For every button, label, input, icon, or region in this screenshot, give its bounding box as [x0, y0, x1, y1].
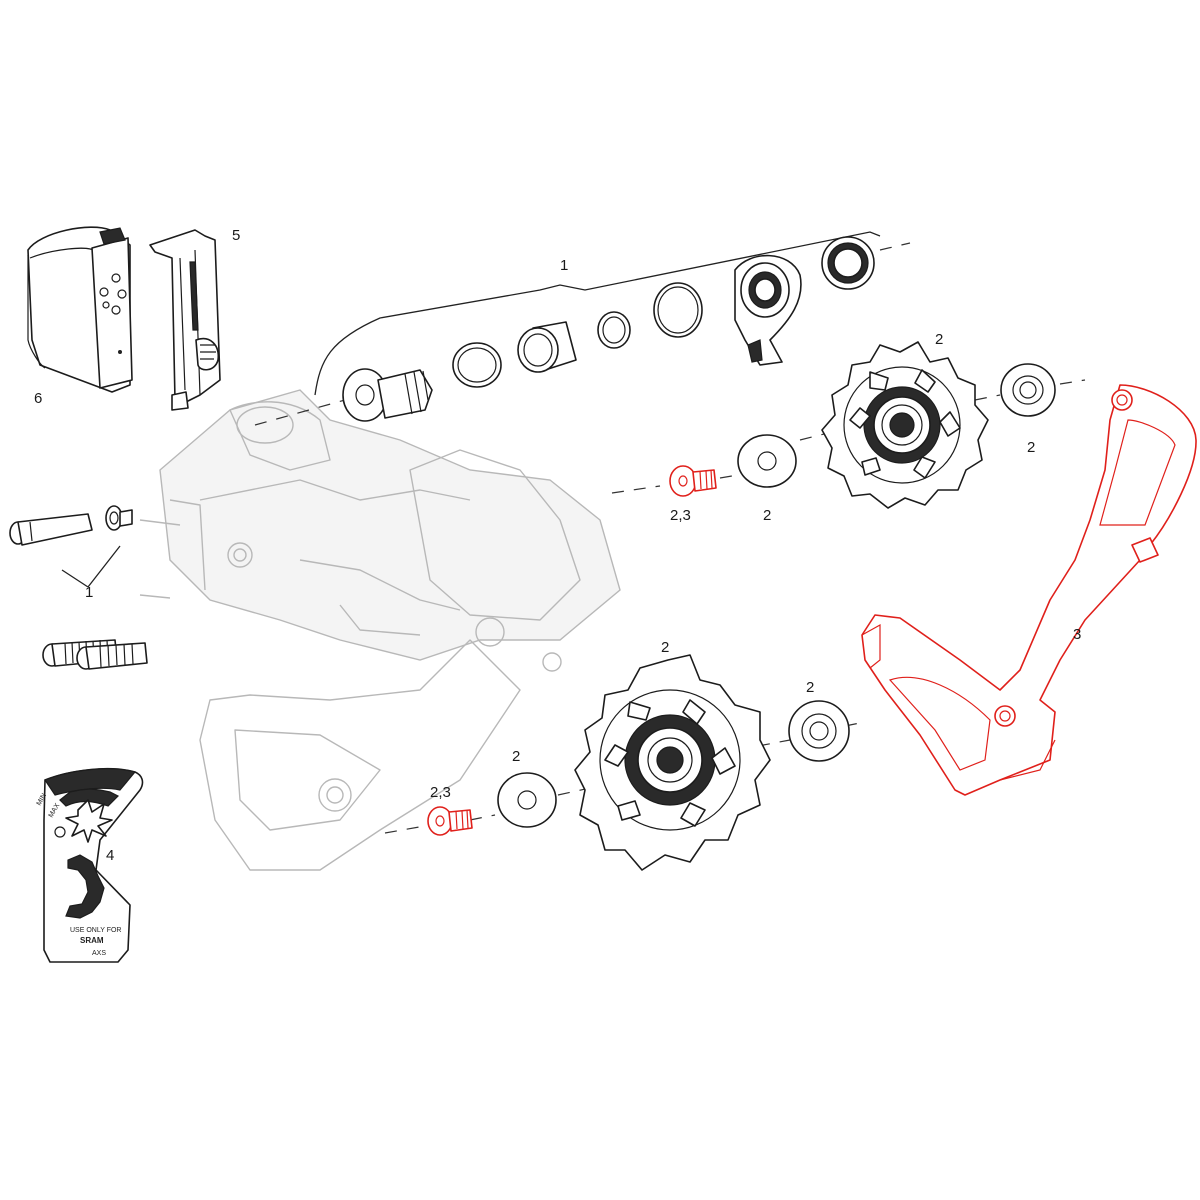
callout-3-cage: 3: [1073, 626, 1081, 643]
callout-2-lower-washer-right: 2: [806, 679, 814, 696]
lower-pulley-bolt: [427, 806, 473, 836]
chain-gap-tool: MIN MAX USE ONLY FOR SRAM AXS: [36, 767, 144, 963]
callout-2-lower-pulley: 2: [661, 639, 669, 656]
battery-cover: [149, 229, 221, 411]
shaft-bushing: [517, 321, 577, 373]
upper-washer-inner: [737, 434, 797, 488]
shaft-assembly: [254, 231, 911, 426]
callout-5-cover: 5: [232, 227, 240, 244]
callout-4-tool: 4: [106, 847, 114, 864]
limit-screws: [42, 639, 148, 670]
callout-2-upper-washer-left: 2: [763, 507, 771, 524]
callout-6-battery: 6: [34, 390, 42, 407]
upper-pulley: [821, 341, 989, 509]
callout-23-lower-bolt: 2,3: [430, 784, 451, 801]
inner-cage-plate: [861, 384, 1197, 796]
callout-2-upper-pulley: 2: [935, 331, 943, 348]
callout-23-upper-bolt: 2,3: [670, 507, 691, 524]
mount-bolt: [9, 513, 93, 546]
lower-pulley: [574, 654, 771, 871]
shaft-bearing: [821, 236, 875, 290]
lower-washer-inner: [497, 772, 557, 828]
shaft-bolt: [342, 368, 433, 422]
callout-2-lower-washer-left: 2: [512, 748, 520, 765]
upper-pulley-bolt: [669, 465, 717, 497]
lower-washer-outer: [788, 700, 850, 762]
shaft-ring-large: [653, 282, 703, 338]
shaft-ring-small: [597, 311, 631, 349]
tool-model-label: AXS: [92, 950, 106, 957]
callout-2-upper-washer-right: 2: [1027, 439, 1035, 456]
derailleur-body-ghost: [139, 389, 621, 871]
upper-washer-outer: [1000, 363, 1056, 417]
tool-brand-label: SRAM: [80, 936, 104, 945]
callout-1-left: 1: [85, 584, 93, 601]
shaft-spacer-1: [452, 342, 502, 388]
mount-nut: [105, 505, 133, 531]
b-knuckle-plate: [734, 254, 802, 366]
callout-1-top: 1: [560, 257, 568, 274]
tool-use-only-label: USE ONLY FOR: [70, 927, 121, 934]
battery: [27, 226, 133, 393]
